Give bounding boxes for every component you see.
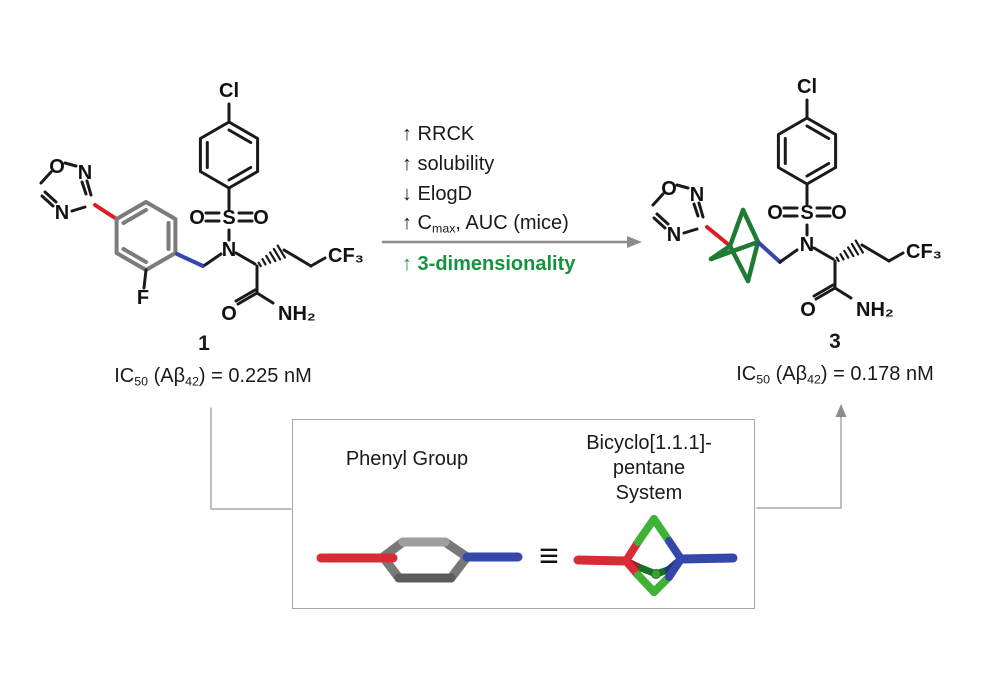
ic50-sub-42: 42 bbox=[807, 372, 821, 387]
red-cage-bond-3 bbox=[705, 225, 731, 247]
atom-cl-1: Cl bbox=[219, 80, 239, 102]
ic50-value: ) = 0.178 nM bbox=[820, 363, 934, 385]
atom-n-oxadiazole-top-1: N bbox=[78, 162, 92, 184]
atom-o-oxadiazole-1: O bbox=[49, 156, 65, 178]
chlorophenyl-ring-3 bbox=[776, 98, 838, 206]
compound-3-ic50: IC50 (Aβ42) = 0.178 nM bbox=[685, 363, 985, 386]
ic50-sub-42: 42 bbox=[185, 374, 199, 389]
compound-1-ic50: IC50 (Aβ42) = 0.225 nM bbox=[63, 365, 363, 388]
side-chain-3 bbox=[812, 243, 905, 301]
compound-3-number: 3 bbox=[829, 330, 841, 353]
property-change-cmax-auc: ↑ Cmax, AUC (mice) bbox=[402, 212, 569, 235]
bicyclopentane-title: Bicyclo[1.1.1]- pentane System bbox=[549, 431, 749, 506]
phenyl-group-title: Phenyl Group bbox=[345, 448, 469, 470]
bicyclopentane-title-line1: Bicyclo[1.1.1]- bbox=[586, 432, 712, 454]
hashed-wedge-3 bbox=[835, 239, 865, 263]
atom-o-oxadiazole-3: O bbox=[661, 178, 677, 200]
ic50-sub-50: 50 bbox=[134, 374, 149, 389]
atom-nh2-3: NH₂ bbox=[856, 299, 894, 321]
ic50-prefix: IC bbox=[736, 363, 757, 385]
bcp-blue-stick bbox=[676, 553, 738, 564]
cmax-sub: max bbox=[432, 221, 456, 236]
cmax-pre: ↑ C bbox=[402, 212, 432, 234]
atom-f-1: F bbox=[137, 287, 149, 309]
blue-benzylic-bond-1 bbox=[175, 252, 205, 268]
chlorophenyl-ring-1 bbox=[198, 102, 260, 211]
atom-o-carbonyl-3: O bbox=[800, 299, 816, 321]
property-change-rrck: ↑ RRCK bbox=[402, 123, 475, 145]
atom-o-sulfonyl-left-3: O bbox=[767, 202, 783, 224]
atom-cf3-1: CF₃ bbox=[328, 245, 364, 267]
atom-o-sulfonyl-left-1: O bbox=[189, 207, 205, 229]
fluorine-bond-1 bbox=[142, 268, 148, 290]
ic50-mid: (Aβ bbox=[148, 365, 186, 387]
bcp-red-stick bbox=[573, 555, 631, 566]
ic50-mid: (Aβ bbox=[770, 363, 808, 385]
equivalence-symbol: ≡ bbox=[539, 537, 559, 575]
oxadiazole-ring-1 bbox=[39, 161, 93, 213]
atom-n-oxadiazole-bottom-1: N bbox=[55, 202, 69, 224]
red-aryl-bond-1 bbox=[93, 203, 117, 220]
atom-o-sulfonyl-right-1: O bbox=[253, 207, 269, 229]
connector-right bbox=[756, 415, 842, 509]
sulfonyl-group-1 bbox=[204, 211, 254, 242]
side-chain-1 bbox=[234, 248, 327, 306]
bicyclopentane-cage-3 bbox=[708, 207, 761, 284]
atom-s-1: S bbox=[222, 207, 235, 229]
reaction-arrowhead-icon bbox=[627, 236, 642, 248]
ic50-sub-50: 50 bbox=[756, 372, 771, 387]
ic50-prefix: IC bbox=[114, 365, 135, 387]
ic50-value: ) = 0.225 nM bbox=[198, 365, 312, 387]
atom-o-sulfonyl-right-3: O bbox=[831, 202, 847, 224]
atom-nh2-1: NH₂ bbox=[278, 303, 316, 325]
property-change-3d: ↑ 3-dimensionality bbox=[402, 253, 576, 275]
compound-1-number: 1 bbox=[198, 332, 210, 355]
oxadiazole-ring-3 bbox=[651, 183, 705, 235]
atom-s-3: S bbox=[800, 202, 813, 224]
box-connectors bbox=[210, 404, 847, 510]
property-change-elogd: ↓ ElogD bbox=[402, 183, 473, 205]
equivalence-box bbox=[292, 419, 755, 609]
atom-n-sulfonamide-3: N bbox=[800, 234, 814, 256]
reaction-arrow bbox=[381, 236, 642, 248]
property-change-solubility: ↑ solubility bbox=[402, 153, 495, 175]
connector-left bbox=[210, 407, 292, 510]
atom-n-oxadiazole-bottom-3: N bbox=[667, 224, 681, 246]
blue-benzylic-bond-3 bbox=[757, 241, 782, 264]
sulfonyl-group-3 bbox=[782, 206, 832, 237]
fluorophenyl-ring-1 bbox=[114, 200, 178, 272]
atom-cf3-3: CF₃ bbox=[906, 241, 942, 263]
atom-o-carbonyl-1: O bbox=[221, 303, 237, 325]
bicyclopentane-title-line2: pentane bbox=[612, 457, 686, 479]
bicyclopentane-title-line3: System bbox=[615, 482, 683, 504]
compound-1-structure: Cl O S O N O N N F CF₃ O NH₂ bbox=[39, 80, 364, 325]
hashed-wedge-1 bbox=[257, 244, 286, 268]
atom-cl-3: Cl bbox=[797, 76, 817, 98]
phenyl-3d-model bbox=[316, 537, 523, 583]
cmax-post: , AUC (mice) bbox=[455, 212, 569, 234]
compound-3-structure: Cl O S O N O N N CF₃ O NH₂ bbox=[651, 76, 942, 321]
bicyclopentane-3d-model bbox=[573, 515, 738, 596]
atom-n-sulfonamide-1: N bbox=[222, 239, 236, 261]
connector-arrowhead-icon bbox=[835, 404, 847, 417]
atom-n-oxadiazole-top-3: N bbox=[690, 184, 704, 206]
